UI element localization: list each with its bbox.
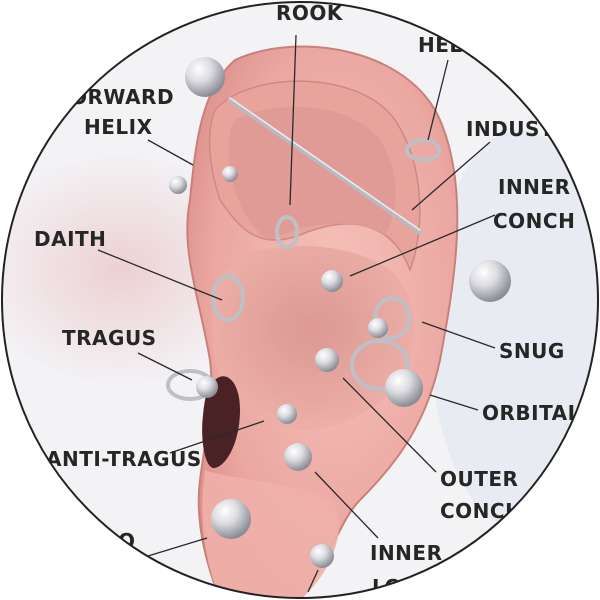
label-orbital: ORBITAL: [482, 401, 581, 425]
label-inner-conch-line1: INNER: [498, 175, 570, 199]
tragus-ball: [196, 376, 218, 398]
forward-helix-ball-2: [222, 166, 238, 182]
label-snug: SNUG: [499, 339, 565, 363]
label-forward-helix-line2: HELIX: [84, 115, 153, 139]
snug-ball: [368, 318, 388, 338]
label-outer-conch-line1: OUTER: [440, 467, 518, 491]
label-forward-helix-line1: ORWARD: [70, 85, 174, 109]
anti-tragus-ball: [277, 404, 297, 424]
label-inner-conch-line2: CONCH: [493, 209, 575, 233]
label-helix: HELI: [418, 33, 471, 57]
label-tragus: TRAGUS: [62, 326, 157, 350]
helix-top-ball: [185, 57, 225, 97]
forward-helix-ball-1: [169, 176, 187, 194]
orbital-ball: [385, 369, 423, 407]
label-daith: DAITH: [34, 227, 106, 251]
label-inner-lobe-line1: INNER: [370, 541, 442, 565]
industrial-end-ball: [469, 260, 511, 302]
outer-conch-ball: [315, 348, 339, 372]
inner-lobe-ball: [284, 443, 312, 471]
inner-conch-ball: [321, 270, 343, 292]
lobe-ball: [211, 499, 251, 539]
label-anti-tragus: ANTI-TRAGUS: [46, 447, 202, 471]
label-lobe-partial: O: [118, 529, 136, 553]
label-industrial: INDUSTR: [466, 117, 570, 141]
lower-lobe-ball: [310, 544, 334, 568]
